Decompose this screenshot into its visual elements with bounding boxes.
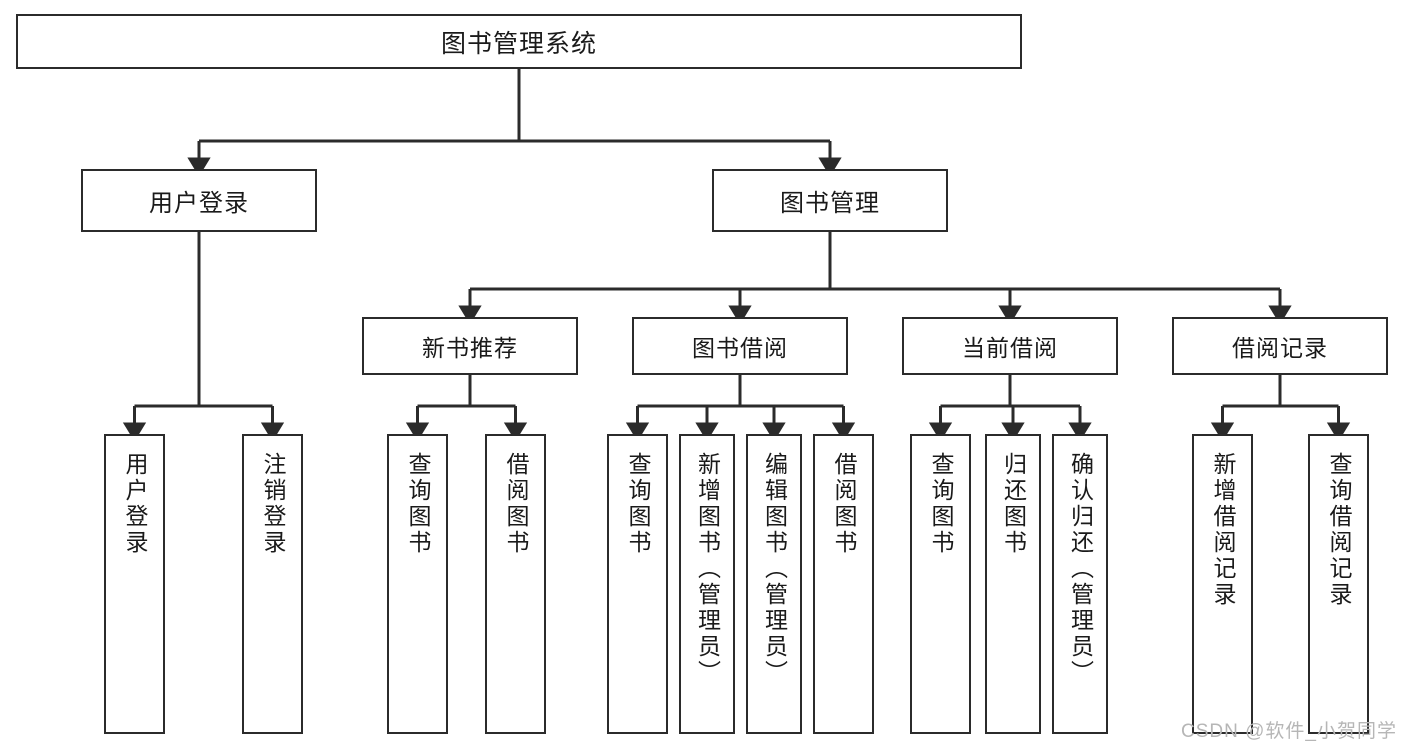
node-leaf-add-book[interactable]: 新增图书（管理员） (679, 434, 735, 734)
node-leaf-borrow-book[interactable]: 借阅图书 (813, 434, 874, 734)
node-leaf-query-book-rec[interactable]: 查询图书 (387, 434, 448, 734)
node-user-login[interactable]: 用户登录 (81, 169, 317, 232)
node-label-new-book-rec: 新书推荐 (422, 335, 518, 361)
node-label-current-borrow: 当前借阅 (962, 335, 1058, 361)
node-new-book-rec[interactable]: 新书推荐 (362, 317, 578, 375)
node-label-leaf-query-book-cur: 查询图书 (928, 452, 954, 556)
node-leaf-confirm-return[interactable]: 确认归还（管理员） (1052, 434, 1108, 734)
node-leaf-query-record[interactable]: 查询借阅记录 (1308, 434, 1369, 734)
node-current-borrow[interactable]: 当前借阅 (902, 317, 1118, 375)
node-label-leaf-user-login: 用户登录 (122, 452, 148, 556)
node-label-leaf-user-logout: 注销登录 (260, 452, 286, 556)
node-book-manage[interactable]: 图书管理 (712, 169, 948, 232)
node-leaf-query-book-cur[interactable]: 查询图书 (910, 434, 971, 734)
node-label-book-manage: 图书管理 (780, 190, 880, 217)
node-book-borrow[interactable]: 图书借阅 (632, 317, 848, 375)
node-leaf-query-book-borrow[interactable]: 查询图书 (607, 434, 668, 734)
node-leaf-user-login[interactable]: 用户登录 (104, 434, 165, 734)
node-label-leaf-query-record: 查询借阅记录 (1326, 452, 1352, 608)
node-label-leaf-borrow-book: 借阅图书 (831, 452, 857, 556)
node-borrow-record[interactable]: 借阅记录 (1172, 317, 1388, 375)
node-label-leaf-borrow-book-rec: 借阅图书 (503, 452, 529, 556)
node-label-leaf-add-record: 新增借阅记录 (1210, 452, 1236, 608)
watermark: CSDN @软件_小贺同学 (1181, 721, 1397, 742)
node-leaf-borrow-book-rec[interactable]: 借阅图书 (485, 434, 546, 734)
node-label-root: 图书管理系统 (440, 29, 597, 58)
node-label-book-borrow: 图书借阅 (692, 335, 788, 361)
node-label-leaf-add-book: 新增图书（管理员） (694, 452, 721, 686)
node-label-leaf-query-book-borrow: 查询图书 (625, 452, 651, 556)
node-label-leaf-return-book: 归还图书 (1000, 452, 1027, 556)
node-leaf-return-book[interactable]: 归还图书 (985, 434, 1041, 734)
node-label-leaf-query-book-rec: 查询图书 (405, 452, 431, 556)
node-leaf-add-record[interactable]: 新增借阅记录 (1192, 434, 1253, 734)
node-label-leaf-confirm-return: 确认归还（管理员） (1067, 452, 1094, 686)
node-leaf-edit-book[interactable]: 编辑图书（管理员） (746, 434, 802, 734)
node-root[interactable]: 图书管理系统 (16, 14, 1022, 69)
node-label-leaf-edit-book: 编辑图书（管理员） (761, 452, 788, 686)
node-label-borrow-record: 借阅记录 (1232, 335, 1328, 361)
node-label-user-login: 用户登录 (149, 190, 249, 217)
node-leaf-user-logout[interactable]: 注销登录 (242, 434, 303, 734)
